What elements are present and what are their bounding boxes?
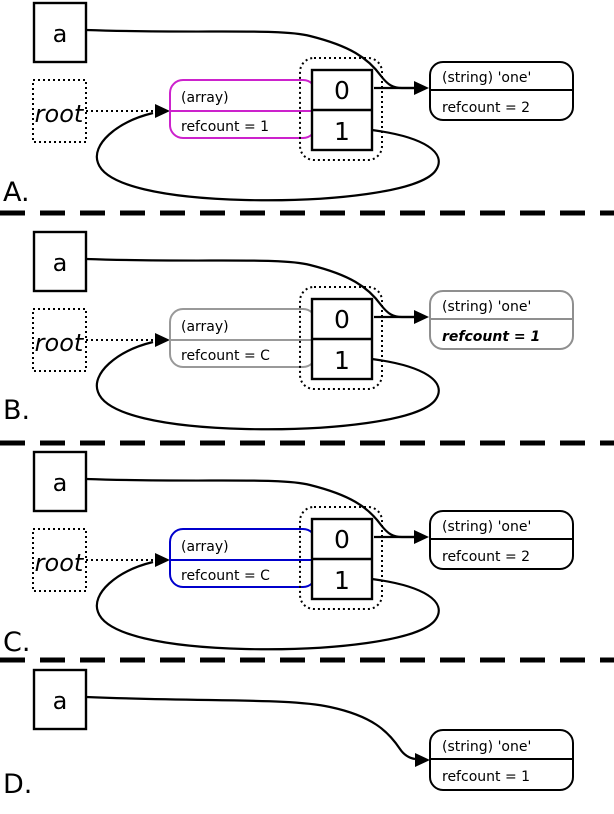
panel-a-letter: A. [3,177,30,208]
array-arrowhead [155,333,170,347]
a-to-string-arrow [85,257,414,319]
root-box [32,308,87,372]
cell-0-label: 0 [334,305,350,334]
cycle-arrow [95,111,440,202]
variable-label: a [53,687,68,715]
string-arrowhead [414,81,429,95]
array-type-label: (array) [181,90,229,106]
cycle-arrow [95,340,440,431]
string-refcount-label: refcount = 2 [442,549,530,565]
variable-label: a [53,20,68,48]
a-to-string-arrow [85,695,416,761]
panel-c-letter: C. [3,627,30,658]
string-type-label: (string) 'one' [442,739,531,755]
array-refcount-label: refcount = C [181,568,270,584]
array-arrowhead [155,553,170,567]
variable-box [32,230,88,293]
panel-b-letter: B. [3,395,30,426]
string-refcount-label: refcount = 1 [442,329,540,345]
panel-d-letter: D. [3,769,32,800]
cells-dotted-container [299,286,383,390]
string-refcount-label: refcount = 2 [442,100,530,116]
string-arrowhead [414,530,429,544]
panel-a: a root (array) refcount = 1 0 1 (string)… [32,1,574,202]
string-type-label: (string) 'one' [442,70,531,86]
string-arrowhead [415,753,430,767]
cell-1-label: 1 [334,566,350,595]
array-arrowhead [155,104,170,118]
string-type-label: (string) 'one' [442,299,531,315]
root-label: root [35,100,85,128]
string-arrowhead [414,310,429,324]
array-type-label: (array) [181,319,229,335]
array-refcount-label: refcount = 1 [181,119,269,135]
variable-box [32,450,88,513]
cell-1-label: 1 [334,117,350,146]
cycle-arrow [95,560,440,651]
root-label: root [35,549,85,577]
variable-box [32,1,88,64]
cell-0-label: 0 [334,525,350,554]
a-to-string-arrow [85,28,414,90]
cells-dotted-container [299,57,383,161]
panel-b: a root (array) refcount = C 0 1 (string)… [32,230,574,431]
variable-box [32,668,88,731]
root-box [32,528,87,592]
panel-c: a root (array) refcount = C 0 1 (string)… [32,450,574,651]
cell-0-label: 0 [334,76,350,105]
root-label: root [35,329,85,357]
cell-1-label: 1 [334,346,350,375]
variable-label: a [53,469,68,497]
string-refcount-label: refcount = 1 [442,769,530,785]
string-type-label: (string) 'one' [442,519,531,535]
root-box [32,79,87,143]
cells-dotted-container [299,506,383,610]
a-to-string-arrow [85,477,414,539]
array-type-label: (array) [181,539,229,555]
variable-label: a [53,249,68,277]
panel-d: a (string) 'one' refcount = 1 [32,668,574,791]
array-refcount-label: refcount = C [181,348,270,364]
